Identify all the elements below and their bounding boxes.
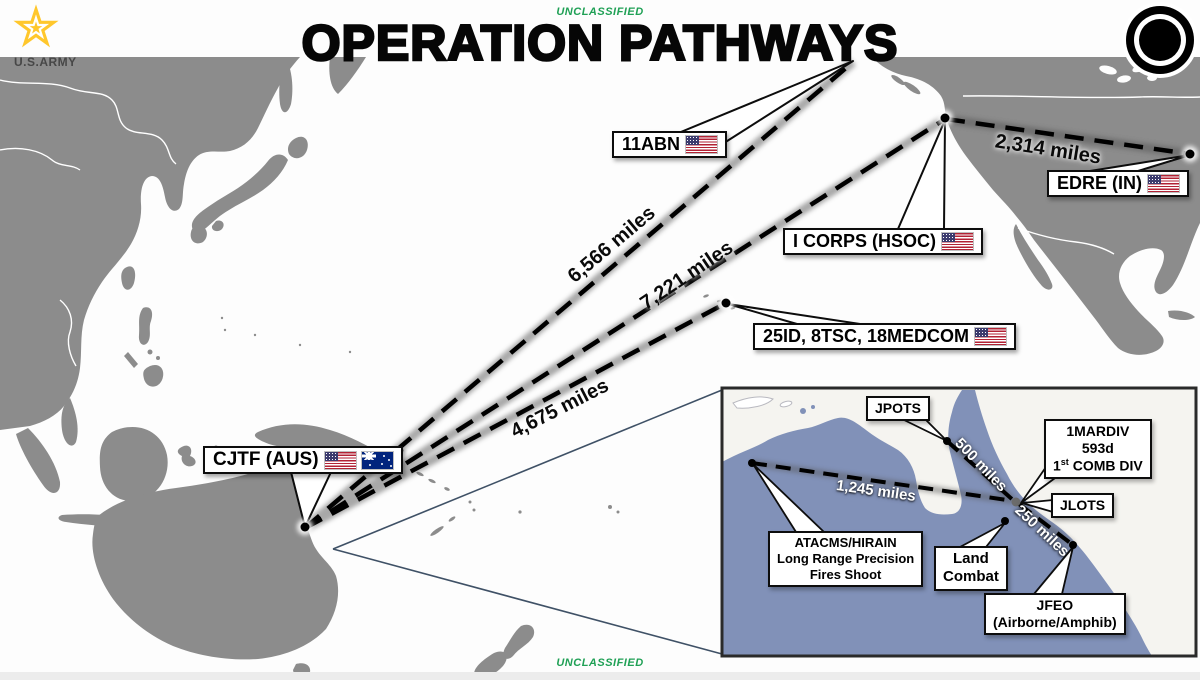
landmass-group [0,57,1200,679]
inset-dot-jfeo [1069,541,1077,549]
callout-cjtf: CJTF (AUS) [203,446,403,474]
classification-banner-top: UNCLASSIFIED [556,6,644,18]
inset-dot-jpots [943,437,951,445]
us-flag-icon [942,233,974,250]
classification-banner-bottom: UNCLASSIFIED [556,657,644,669]
land-combat-line2: Combat [943,568,999,586]
inset-callout-land-combat: Land Combat [934,546,1008,591]
inset-zoom-connectors [332,389,723,655]
route-jblm-to-indiana [945,116,1191,157]
callout-11abn: 11ABN [612,131,728,158]
mardiv-line2: 593d [1081,440,1114,457]
inset-route-fires [751,461,1015,503]
inset-route-jpots [945,439,1016,503]
inset-callout-jfeo: JFEO (Airborne/Amphib) [984,593,1126,636]
atacms-line1: ATACMS/HIRAIN [794,535,897,550]
location-dots [297,110,1198,535]
dot-indiana [1185,149,1195,159]
mardiv-line3: 1st COMB DIV [1053,457,1143,474]
us-flag-icon [1148,175,1179,192]
us-flag-icon [686,136,718,153]
inset-border [720,386,1198,658]
dot-hawaii [721,298,731,308]
country-borders [0,79,1200,367]
inset-dot-hub [1011,497,1021,507]
us-flag-icon [324,451,356,469]
inset-route-jfeo [1017,502,1075,547]
callout-icorps-label: I CORPS (HSOC) [793,231,937,251]
callout-cjtf-label: CJTF (AUS) [213,449,319,470]
route-to-jblm [303,117,947,530]
atacms-line2: Long Range Precision [777,550,915,566]
mardiv-line1: 1MARDIV [1066,423,1130,439]
callout-edre: EDRE (IN) [1047,170,1189,197]
callout-edre-label: EDRE (IN) [1057,173,1142,193]
callout-pacific-units-label: 25ID, 8TSC, 18MEDCOM [763,326,970,346]
bottom-margin-strip [0,672,1200,680]
army-star-logo-icon [13,4,59,48]
callout-icorps: I CORPS (HSOC) [783,228,984,255]
inset-callout-mardiv: 1MARDIV 593d 1st COMB DIV [1044,419,1152,479]
jfeo-line2: (Airborne/Amphib) [993,614,1117,631]
inset-dot-fires [748,459,756,467]
inset-callout-jlots: JLOTS [1051,493,1115,519]
callout-pacific-units: 25ID, 8TSC, 18MEDCOM [753,323,1017,350]
atacms-line3: Fires Shoot [809,566,882,582]
land-combat-line1: Land [953,550,989,567]
dot-jblm [940,113,950,123]
inset-dots [748,437,1077,549]
corps-roundel-icon [1122,2,1198,78]
jfeo-line1: JFEO [1036,597,1074,613]
route-to-hawaii [303,301,728,530]
au-flag-icon [361,451,393,469]
page-title: OPERATION PATHWAYS [300,14,899,73]
inset-map [720,386,1198,658]
inset-dot-land-combat [1001,517,1009,525]
inset-callout-atacms: ATACMS/HIRAIN Long Range Precision Fires… [768,531,924,587]
us-flag-icon [975,328,1007,345]
dot-australia [300,522,310,532]
inset-callout-jpots: JPOTS [866,396,930,422]
callout-11abn-label: 11ABN [622,134,681,154]
army-wordmark: U.S.ARMY [14,55,77,69]
